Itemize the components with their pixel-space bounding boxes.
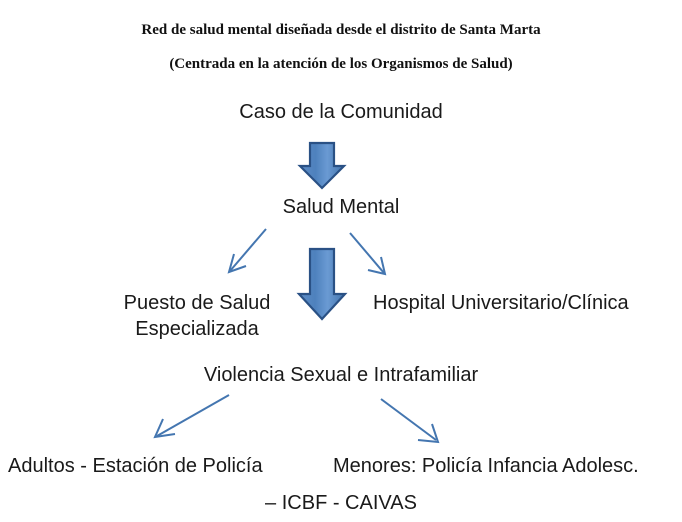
node-icbf-caivas: – ICBF - CAIVAS	[265, 492, 417, 514]
node-caso-comunidad: Caso de la Comunidad	[239, 101, 443, 123]
diagonal-arrow-left-upper	[227, 228, 267, 274]
node-puesto-salud-especializada: Puesto de Salud Especializada	[123, 292, 271, 340]
diagram-title-line-1: Red de salud mental diseñada desde el di…	[141, 22, 541, 38]
block-arrow-2	[296, 247, 348, 321]
diagonal-arrow-right-upper	[349, 232, 387, 276]
diagonal-arrow-right-lower	[380, 398, 440, 444]
node-hospital-universitario-clinica: Hospital Universitario/Clínica	[373, 292, 629, 314]
block-arrow-1	[297, 141, 347, 190]
diagram-subtitle-line-2: (Centrada en la atención de los Organism…	[169, 56, 513, 72]
node-violencia-sexual-intrafamiliar: Violencia Sexual e Intrafamiliar	[203, 364, 479, 386]
node-menores-policia-infancia-adolescencia: Menores: Policía Infancia Adolesc.	[333, 455, 639, 477]
node-salud-mental: Salud Mental	[282, 196, 400, 218]
diagonal-arrow-left-lower	[153, 394, 230, 439]
node-adultos-estacion-policia: Adultos - Estación de Policía	[8, 455, 263, 477]
